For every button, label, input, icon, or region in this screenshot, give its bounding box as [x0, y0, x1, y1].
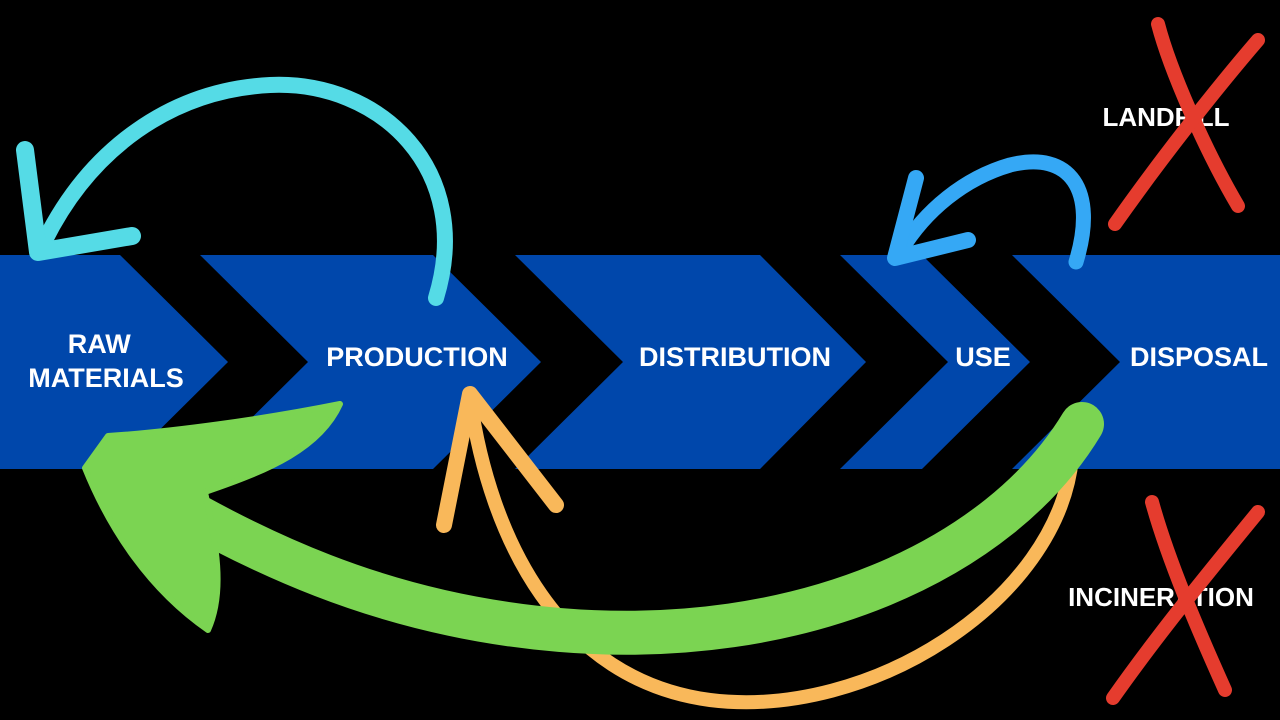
stage-labels: RAW MATERIALS PRODUCTION DISTRIBUTION US…: [28, 329, 1268, 393]
incineration-cross-icon: [1106, 495, 1265, 705]
landfill-cross-icon: [1108, 17, 1265, 231]
chevron-band: [0, 255, 1280, 469]
chevron-use: [840, 255, 1030, 469]
stage-label-raw-materials: RAW MATERIALS: [28, 329, 184, 393]
disposal-to-use-arrow: [887, 154, 1091, 270]
stage-label-disposal: DISPOSAL: [1130, 342, 1268, 372]
disposal-to-raw-materials-arrow: [82, 401, 1104, 655]
stage-label-use: USE: [955, 342, 1011, 372]
stage-label-distribution: DISTRIBUTION: [639, 342, 831, 372]
disposal-to-production-arrow: [436, 386, 1079, 710]
production-to-raw-materials-arrow: [16, 76, 453, 306]
incineration-label: INCINERATION: [1068, 582, 1254, 612]
chevron-raw-materials: [0, 255, 228, 469]
stage-label-production: PRODUCTION: [326, 342, 508, 372]
chevron-distribution: [515, 255, 866, 469]
